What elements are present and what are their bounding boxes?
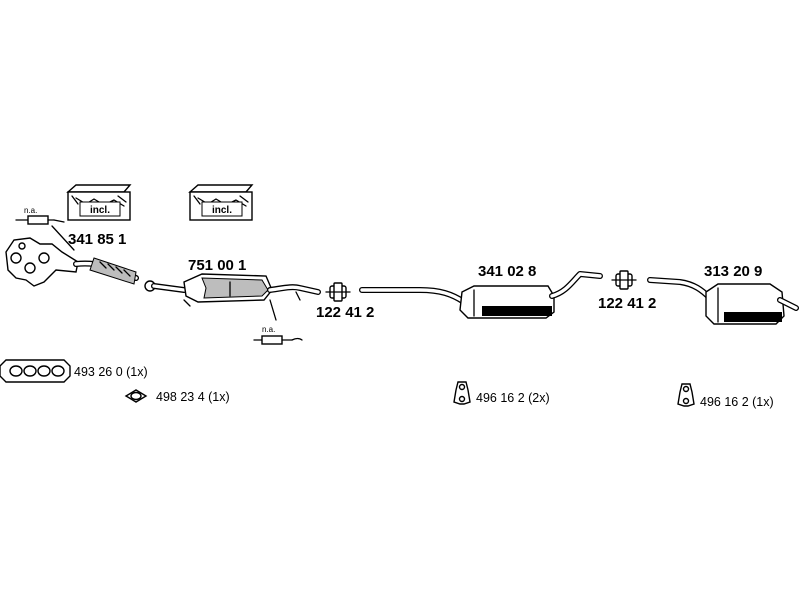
pipe-clamp-front[interactable]: [325, 282, 351, 302]
ring-gasket-icon: [124, 389, 148, 403]
part-number-middle-silencer: 341 02 8: [478, 263, 536, 280]
part-number-rear-silencer: 313 20 9: [704, 263, 762, 280]
accessory-label-mount-middle: 496 16 2 (2x): [476, 391, 550, 405]
part-number-clamp-rear: 122 41 2: [598, 295, 656, 312]
middle-silencer[interactable]: [359, 271, 603, 319]
catalytic-converter[interactable]: [144, 273, 321, 307]
rubber-mount-middle-icon: [453, 381, 471, 405]
lambda-sensor-upper[interactable]: n.a.: [15, 206, 75, 251]
part-number-clamp-front: 122 41 2: [316, 304, 374, 321]
accessory-label-manifold-gasket: 493 26 0 (1x): [74, 365, 148, 379]
mounting-kit-box-2[interactable]: incl.: [188, 184, 254, 221]
rubber-mount-rear-icon: [677, 383, 695, 407]
rear-silencer[interactable]: [647, 277, 799, 325]
manifold-gasket-icon: [0, 359, 71, 383]
kit-label-2: incl.: [212, 205, 232, 216]
pipe-clamp-rear[interactable]: [611, 270, 637, 290]
lambda-sensor-lower[interactable]: n.a.: [253, 299, 303, 345]
accessory-label-ring-gasket: 498 23 4 (1x): [156, 390, 230, 404]
mounting-kit-box-1[interactable]: incl.: [66, 184, 132, 221]
sensor-label-upper: n.a.: [24, 206, 37, 215]
sensor-label-lower: n.a.: [262, 325, 275, 334]
accessory-label-mount-rear: 496 16 2 (1x): [700, 395, 774, 409]
part-number-manifold-pipe: 341 85 1: [68, 231, 126, 248]
exhaust-manifold[interactable]: [5, 237, 139, 287]
part-number-catalyst: 751 00 1: [188, 257, 246, 274]
kit-label-1: incl.: [90, 205, 110, 216]
